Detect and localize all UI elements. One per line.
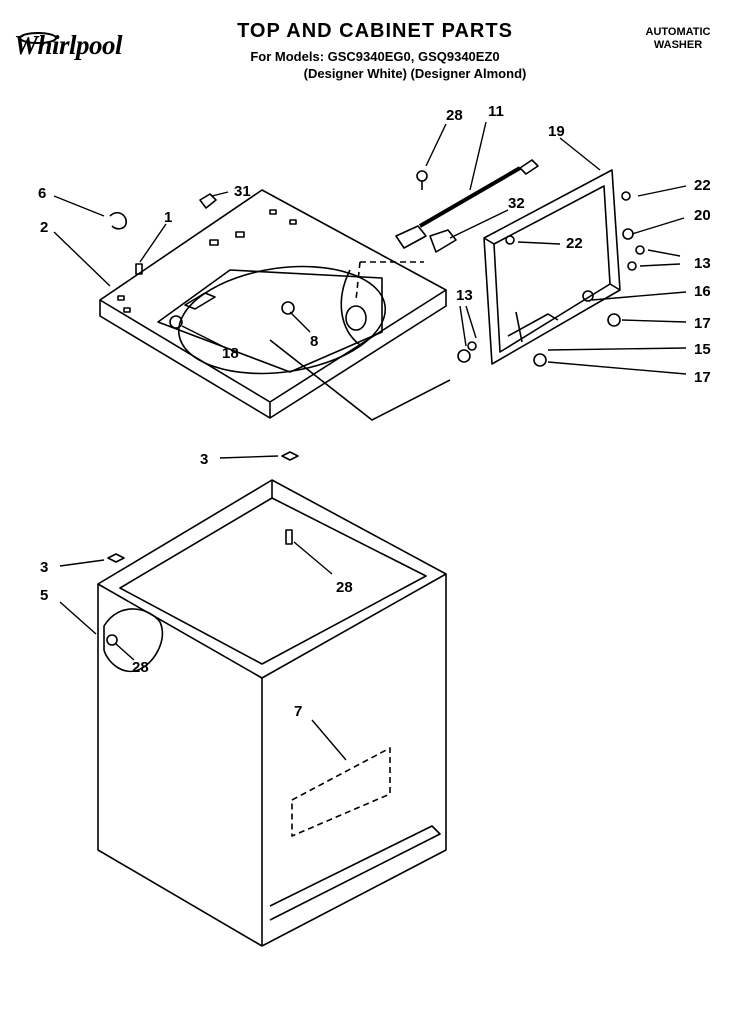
- callout-1: 1: [164, 209, 172, 226]
- lid-switch-harness: [395, 159, 539, 253]
- callout-3-lower: 3: [40, 559, 48, 576]
- category-line-2: WASHER: [653, 39, 703, 51]
- callout-13-left: 13: [456, 287, 473, 304]
- callout-numbers: 6 31 1 2 8 18 28 11 19 32 22 22 20 13 16…: [38, 103, 711, 720]
- model-list: For Models: GSC9340EG0, GSQ9340EZ0 (Desi…: [160, 48, 590, 82]
- callout-17-lower: 17: [694, 369, 711, 386]
- callout-22-right: 22: [694, 177, 711, 194]
- cabinet-clip-part: [107, 553, 125, 563]
- callout-17-upper: 17: [694, 315, 711, 332]
- whirlpool-logo-icon: [19, 32, 57, 44]
- hinge-part: [199, 193, 217, 209]
- lid-assembly: [457, 169, 645, 367]
- callout-6: 6: [38, 185, 46, 202]
- category-line-1: AUTOMATIC: [645, 26, 711, 38]
- leader-lines: [53, 121, 687, 761]
- callout-11: 11: [488, 103, 504, 120]
- model-numbers: For Models: GSC9340EG0, GSQ9340EZ0: [250, 49, 500, 64]
- screw-part: [281, 301, 295, 315]
- callout-28-top: 28: [446, 107, 463, 124]
- callout-3-upper: 3: [200, 451, 208, 468]
- cabinet: [97, 479, 447, 947]
- callout-19: 19: [548, 123, 565, 140]
- clip-part: [135, 263, 143, 275]
- callout-13-right: 13: [694, 255, 711, 272]
- callout-7: 7: [294, 703, 302, 720]
- appliance-category: AUTOMATIC WASHER: [628, 26, 728, 52]
- brand-name: Whirlpool: [14, 30, 123, 60]
- callout-16: 16: [694, 283, 711, 300]
- callout-2: 2: [40, 219, 48, 236]
- hinge-clip-part: [109, 211, 128, 230]
- callout-28-front: 28: [132, 659, 149, 676]
- callout-32: 32: [508, 195, 525, 212]
- callout-20: 20: [694, 207, 711, 224]
- model-colors: (Designer White) (Designer Almond): [303, 66, 527, 81]
- callout-22-inner: 22: [566, 235, 583, 252]
- callout-28-cabinet: 28: [336, 579, 353, 596]
- callout-31: 31: [234, 183, 251, 200]
- washer-top-panel: [99, 189, 447, 419]
- cabinet-screw-part: [285, 529, 293, 545]
- cabinet-clip-part: [281, 451, 299, 461]
- page-title: TOP AND CABINET PARTS: [237, 20, 513, 42]
- callout-18: 18: [222, 345, 239, 362]
- callout-15: 15: [694, 341, 711, 358]
- callout-8: 8: [310, 333, 318, 350]
- callout-5: 5: [40, 587, 48, 604]
